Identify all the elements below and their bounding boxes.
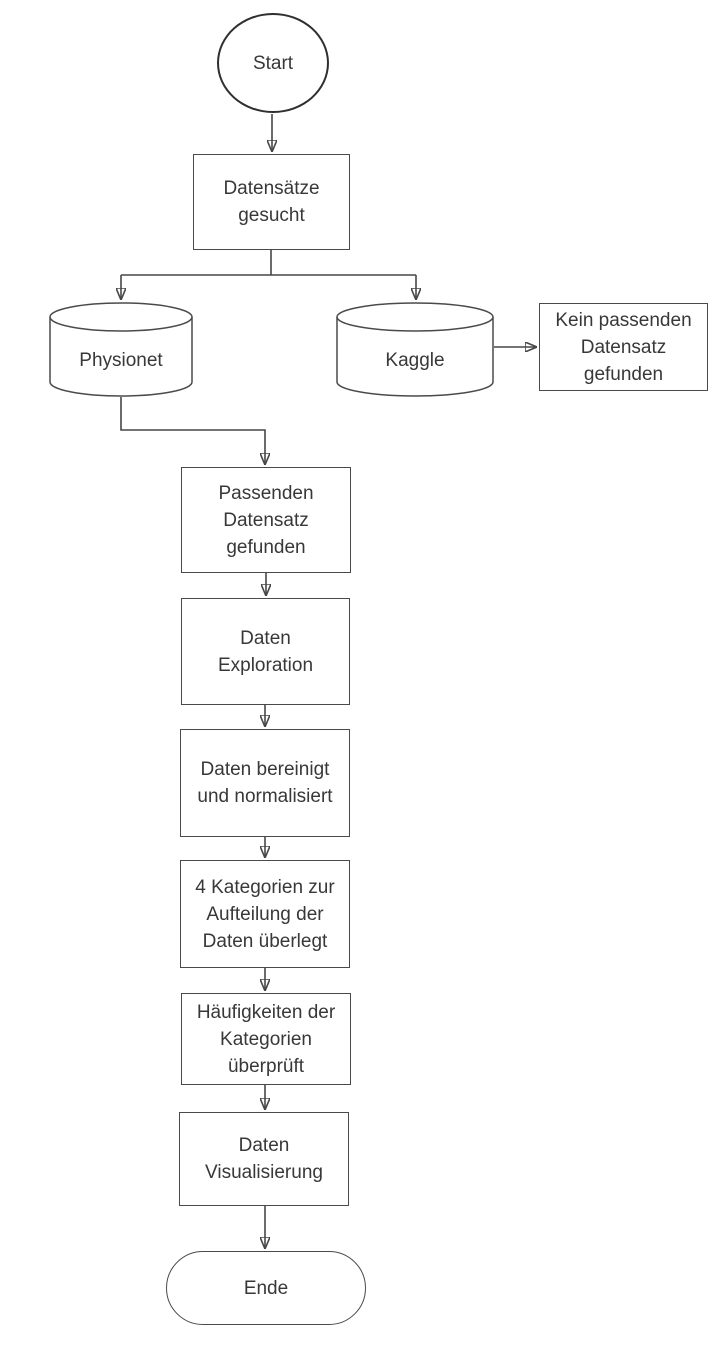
node-haeufigkeiten-ueberprueft-label: Häufigkeiten der Kategorien überprüft bbox=[196, 1001, 336, 1077]
node-physionet-label: Physionet bbox=[79, 350, 163, 371]
node-ende: Ende bbox=[166, 1251, 366, 1325]
node-kein-passender-datensatz: Kein passenden Datensatz gefunden bbox=[539, 303, 708, 391]
edge-physionet-to-passenden bbox=[120, 397, 265, 465]
node-daten-exploration-label: Daten Exploration bbox=[217, 627, 314, 676]
node-daten-visualisierung: Daten Visualisierung bbox=[179, 1112, 349, 1206]
node-kategorien-ueberlegt-label: 4 Kategorien zur Aufteilung der Daten üb… bbox=[195, 876, 335, 952]
node-physionet-database: Physionet bbox=[49, 302, 193, 397]
node-daten-bereinigt: Daten bereinigt und normalisiert bbox=[180, 729, 350, 837]
node-daten-exploration: Daten Exploration bbox=[181, 598, 350, 705]
node-datensaetze-gesucht: Datensätze gesucht bbox=[193, 154, 350, 250]
node-datensaetze-gesucht-label: Datensätze gesucht bbox=[223, 178, 320, 226]
node-kaggle-database: Kaggle bbox=[336, 302, 494, 397]
node-passender-datensatz-label: Passenden Datensatz gefunden bbox=[218, 482, 314, 558]
edge-branch-stem bbox=[121, 250, 416, 276]
node-daten-visualisierung-label: Daten Visualisierung bbox=[205, 1135, 323, 1183]
node-daten-bereinigt-label: Daten bereinigt und normalisiert bbox=[197, 759, 333, 807]
database-cylinder-icon bbox=[49, 302, 193, 397]
node-ende-label: Ende bbox=[243, 1277, 289, 1299]
node-start-label: Start bbox=[252, 52, 294, 74]
node-start: Start bbox=[217, 13, 329, 113]
node-haeufigkeiten-ueberprueft: Häufigkeiten der Kategorien überprüft bbox=[181, 993, 351, 1085]
node-kaggle-label: Kaggle bbox=[385, 350, 445, 371]
node-kein-passender-datensatz-label: Kein passenden Datensatz gefunden bbox=[555, 309, 692, 385]
node-kategorien-ueberlegt: 4 Kategorien zur Aufteilung der Daten üb… bbox=[180, 860, 350, 968]
node-passender-datensatz: Passenden Datensatz gefunden bbox=[181, 467, 351, 573]
database-cylinder-icon bbox=[336, 302, 494, 397]
